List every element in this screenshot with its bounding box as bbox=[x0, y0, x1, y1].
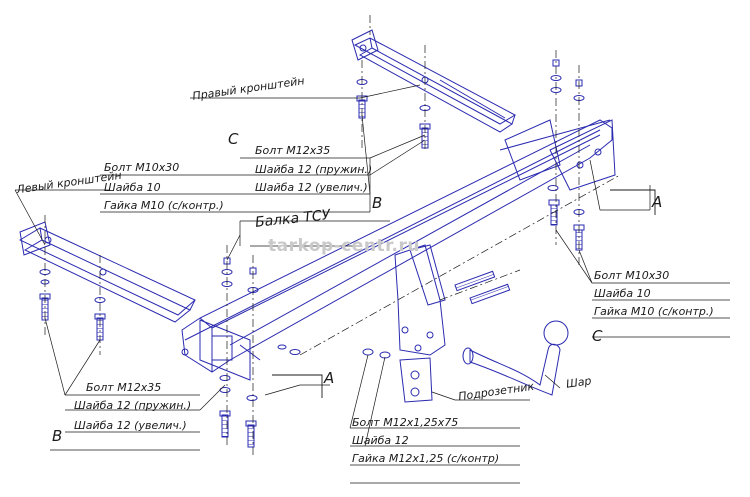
lb-nut-label: Гайка М10 (с/контр.) bbox=[104, 199, 224, 212]
section-c-right: C bbox=[592, 327, 603, 345]
rs-bolt-label: Болт М10х30 bbox=[594, 269, 670, 282]
sh-bolt-label: Болт М12х1,25х75 bbox=[352, 416, 459, 429]
section-markers bbox=[272, 189, 656, 398]
lb-bolt-label: Болт М10х30 bbox=[104, 161, 180, 174]
bl-washer-spring-label: Шайба 12 (пружин.) bbox=[74, 399, 192, 412]
rs-nut-label: Гайка М10 (с/контр.) bbox=[594, 305, 714, 318]
hitch-bracket bbox=[394, 244, 446, 403]
rb-washer-spring-label: Шайба 12 (пружин.) bbox=[255, 163, 373, 176]
right-bracket bbox=[351, 29, 517, 133]
rs-washer-label: Шайба 10 bbox=[594, 287, 651, 300]
bl-bolt-label: Болт М12х35 bbox=[86, 381, 162, 394]
tow-ball bbox=[462, 320, 569, 396]
leader-lines bbox=[14, 84, 730, 484]
watermark: tarkop-centr.ru bbox=[268, 236, 420, 256]
section-a-bottom: A bbox=[324, 369, 335, 387]
rb-bolt-label: Болт М12х35 bbox=[255, 144, 331, 157]
rb-washer-enlarged-label: Шайба 12 (увелич.) bbox=[255, 181, 368, 194]
section-b-top: B bbox=[372, 194, 383, 212]
lb-washer-label: Шайба 10 bbox=[104, 181, 161, 194]
bl-washer-enlarged-label: Шайба 12 (увелич.) bbox=[74, 419, 187, 432]
left-bracket-bolts bbox=[39, 257, 301, 448]
left-bracket bbox=[18, 221, 196, 323]
section-a-top: A bbox=[652, 193, 663, 211]
section-c-top: C bbox=[228, 130, 239, 148]
tow-beam bbox=[181, 119, 616, 381]
section-b-bottom: B bbox=[52, 427, 63, 445]
center-lines bbox=[44, 15, 621, 455]
sh-nut-label: Гайка М12х1,25 (с/контр) bbox=[352, 452, 500, 465]
socket-bolts bbox=[362, 270, 511, 359]
sh-washer-label: Шайба 12 bbox=[352, 434, 409, 447]
